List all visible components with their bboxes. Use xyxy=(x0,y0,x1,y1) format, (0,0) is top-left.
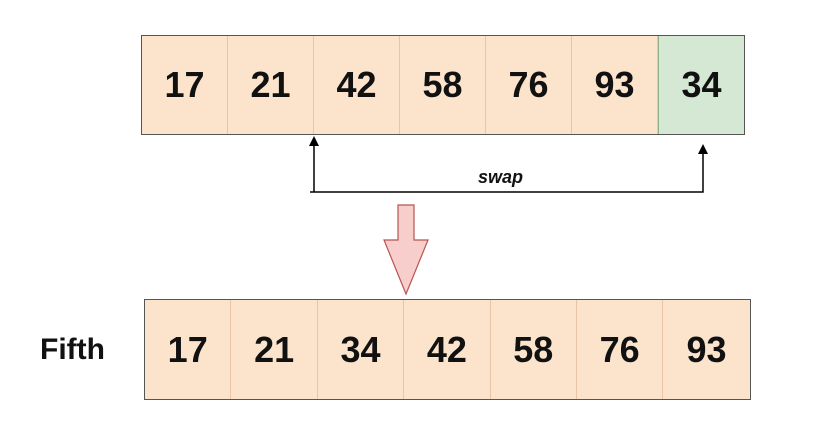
array-cell: 42 xyxy=(314,36,400,134)
swap-connector-line xyxy=(310,150,704,193)
array-cell: 34 xyxy=(317,300,405,399)
array-cell: 76 xyxy=(486,36,572,134)
down-arrow-icon xyxy=(383,204,429,296)
array-cell: 42 xyxy=(404,300,491,399)
array-cell: 93 xyxy=(572,36,658,134)
swap-label: swap xyxy=(478,167,524,187)
array-cell: 76 xyxy=(576,300,664,399)
array-cell: 58 xyxy=(490,300,577,399)
array-cell: 17 xyxy=(142,36,228,134)
highlighted-array-cell: 34 xyxy=(658,36,744,134)
array-cell: 21 xyxy=(231,300,318,399)
array-cell: 58 xyxy=(400,36,486,134)
up-arrowhead-icon xyxy=(309,136,319,146)
row-label: Fifth xyxy=(40,333,105,366)
array-cell: 17 xyxy=(145,300,232,399)
up-arrowhead-icon xyxy=(698,144,708,154)
top-array: 17 21 42 58 76 93 34 xyxy=(141,35,745,135)
bottom-array: 17 21 34 42 58 76 93 xyxy=(144,299,751,400)
array-cell: 93 xyxy=(663,300,750,399)
array-cell: 21 xyxy=(228,36,314,134)
